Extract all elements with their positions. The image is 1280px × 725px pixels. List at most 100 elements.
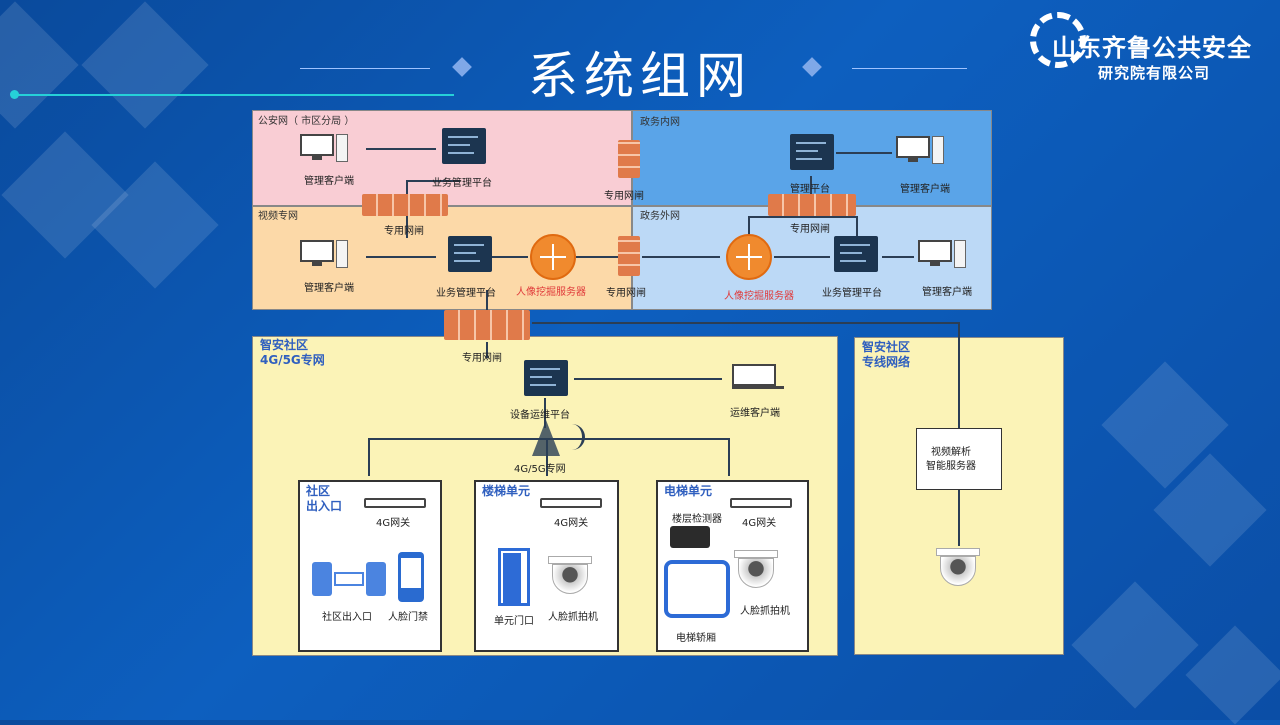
management-platform-label: 管理平台 [790, 184, 830, 195]
management-platform-server-icon [790, 134, 834, 170]
video-analysis-server-label: 视频解析 智能服务器 [926, 447, 976, 472]
management-client-icon [300, 240, 348, 270]
4g-gateway-icon [540, 498, 602, 508]
gear-logo-icon [1030, 12, 1086, 68]
gateway-label: 4G网关 [376, 518, 411, 529]
link-line [406, 180, 460, 182]
turnstile-left-icon [312, 562, 332, 596]
business-platform-label: 业务管理平台 [822, 288, 882, 299]
link-line [774, 256, 830, 258]
link-line [748, 216, 750, 236]
management-client-label: 管理客户端 [304, 283, 354, 294]
background-diamond [1185, 625, 1280, 725]
zone-label-community-4g: 智安社区 4G/5G专网 [260, 338, 325, 367]
zone-label-gov-inner: 政务内网 [640, 117, 680, 128]
gateway-label: 专用网闸 [384, 226, 424, 237]
face-access-control-icon [398, 552, 424, 602]
portrait-server-label: 人像挖掘服务器 [516, 287, 586, 298]
background-diamond [1071, 581, 1199, 709]
gateway-label: 专用网闸 [462, 353, 502, 364]
management-client-label: 管理客户端 [922, 287, 972, 298]
ops-client-laptop-icon [732, 364, 784, 394]
4g-gateway-icon [364, 498, 426, 508]
camera-icon [936, 548, 980, 588]
video-analysis-server-box [916, 428, 1002, 490]
gateway-label: 4G网关 [554, 518, 589, 529]
firewall-gateway-icon [444, 310, 530, 340]
link-line [368, 438, 370, 476]
link-line [958, 490, 960, 546]
link-line [546, 438, 548, 476]
unit-entrance-title: 社区 出入口 [306, 484, 343, 513]
page-title: 系统组网 [528, 47, 752, 105]
zone-label-gov-outer: 政务外网 [640, 211, 680, 222]
network-4g5g-label: 4G/5G专网 [514, 464, 566, 475]
link-line [492, 256, 528, 258]
elevator-car-icon [664, 560, 730, 618]
link-line [728, 438, 730, 476]
unit-stairs-item1: 单元门口 [494, 616, 534, 627]
device-ops-platform-server-icon [524, 360, 568, 396]
management-client-icon [300, 134, 348, 164]
management-client-icon [918, 240, 966, 270]
portrait-server-label: 人像挖掘服务器 [724, 291, 794, 302]
business-platform-server-icon [442, 128, 486, 164]
header-line-dot [10, 90, 19, 99]
business-platform-server-icon [834, 236, 878, 272]
zone-label-video: 视频专网 [258, 211, 298, 222]
logo-subtitle: 研究院有限公司 [1098, 64, 1211, 82]
firewall-gateway-icon [618, 140, 640, 178]
link-line [958, 322, 960, 430]
portrait-server-router-icon [726, 234, 772, 280]
firewall-gateway-icon [618, 236, 640, 276]
zone-label-community-line: 智安社区 专线网络 [862, 340, 911, 369]
link-line [882, 256, 914, 258]
link-line [810, 176, 812, 210]
management-client-label: 管理客户端 [304, 176, 354, 187]
unit-stairs-item2: 人脸抓拍机 [548, 612, 598, 623]
link-line [856, 216, 858, 236]
unit-elevator-item2: 人脸抓拍机 [740, 606, 790, 617]
link-line [748, 216, 858, 218]
face-capture-camera-icon [734, 550, 778, 590]
4g-gateway-icon [730, 498, 792, 508]
gateway-label: 专用网闸 [604, 191, 644, 202]
header-line-left-top [300, 68, 430, 69]
ops-client-label: 运维客户端 [730, 408, 780, 419]
signal-waves-icon [566, 424, 585, 450]
floor-detector-label: 楼层检测器 [672, 514, 722, 525]
gateway-label: 专用网闸 [790, 224, 830, 235]
header-line-right [852, 68, 967, 69]
business-platform-label: 业务管理平台 [432, 178, 492, 189]
management-client-label: 管理客户端 [900, 184, 950, 195]
unit-stairs-title: 楼梯单元 [482, 484, 531, 498]
business-platform-server-icon [448, 236, 492, 272]
firewall-gateway-icon [362, 194, 448, 216]
face-capture-camera-icon [548, 556, 592, 596]
link-line [544, 398, 546, 428]
link-line [574, 378, 722, 380]
turnstile-right-icon [366, 562, 386, 596]
turnstile-barrier-icon [334, 572, 364, 586]
link-line [486, 290, 488, 312]
unit-elevator-item1: 电梯轿厢 [676, 633, 716, 644]
gateway-label: 专用网闸 [606, 288, 646, 299]
portrait-server-router-icon [530, 234, 576, 280]
link-line [576, 256, 620, 258]
unit-door-icon [498, 548, 530, 606]
zone-label-police: 公安网（ 市区分局 ） [258, 116, 355, 127]
device-ops-platform-label: 设备运维平台 [510, 410, 570, 421]
link-line [532, 322, 960, 324]
cell-tower-icon [532, 420, 560, 456]
firewall-gateway-icon [768, 194, 856, 216]
link-line [486, 342, 488, 358]
link-line [366, 256, 436, 258]
management-client-icon [896, 136, 944, 166]
unit-entrance-item2: 人脸门禁 [388, 612, 428, 623]
unit-entrance-item1: 社区出入口 [322, 612, 372, 623]
gateway-label: 4G网关 [742, 518, 777, 529]
link-line [836, 152, 892, 154]
link-line [366, 148, 436, 150]
logo-title: 山东齐鲁公共安全 [1052, 34, 1252, 62]
unit-elevator-title: 电梯单元 [664, 484, 713, 498]
